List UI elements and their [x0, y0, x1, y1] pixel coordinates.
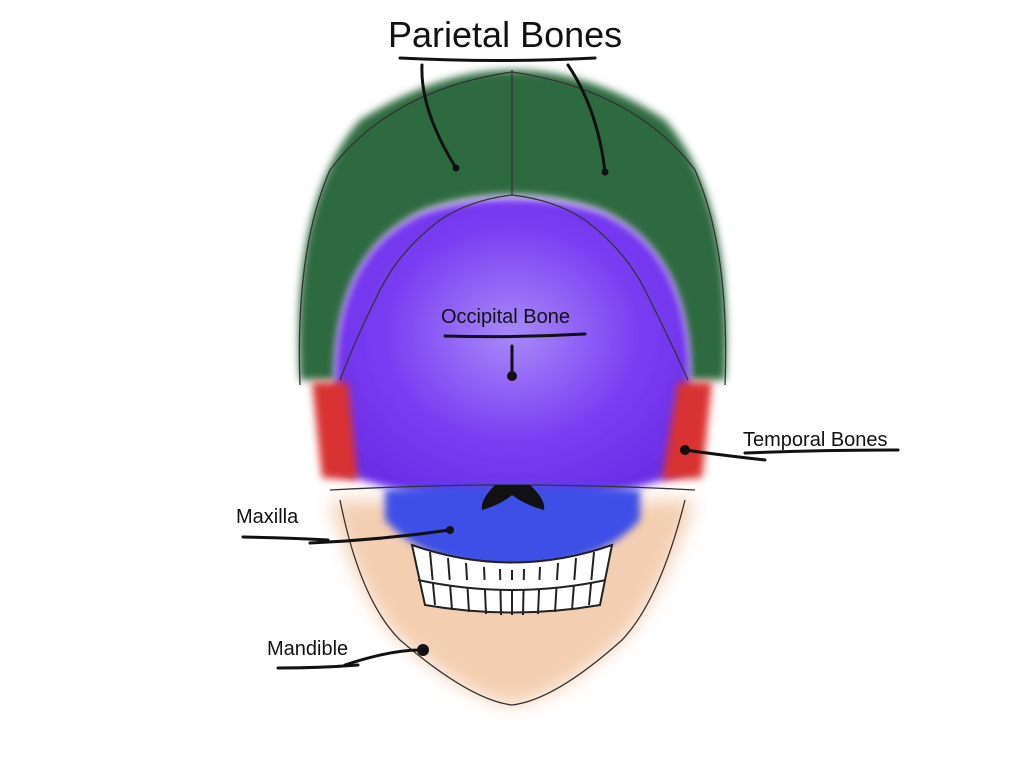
parietal-leader-left: [420, 63, 458, 170]
pointer-dots: [417, 164, 690, 656]
parietal-underline: [398, 56, 597, 62]
mandible-leader: [343, 648, 422, 667]
label-maxilla: Maxilla: [236, 506, 299, 528]
label-temporal-bones: Temporal Bones: [743, 429, 888, 451]
parietal-region: [298, 70, 727, 380]
label-parietal-bones: Parietal Bones: [388, 14, 623, 55]
mandible-outline: [339, 499, 686, 706]
leader-lines: [241, 56, 900, 670]
occipital-underline: [443, 332, 587, 339]
teeth: [410, 543, 614, 616]
temporal-region-right: [662, 382, 712, 480]
maxilla-region: [385, 485, 640, 570]
maxilla-underline: [241, 535, 330, 542]
maxilla-leader: [308, 528, 452, 545]
temporal-region-left: [312, 382, 358, 480]
temporal-underline: [743, 448, 900, 455]
mandible-underline: [276, 663, 360, 670]
label-mandible: Mandible: [267, 638, 349, 660]
nasal-cavity: [481, 485, 545, 510]
parietal-leader-right: [566, 63, 607, 174]
label-occipital-bone: Occipital Bone: [441, 306, 570, 328]
temporal-leader: [683, 448, 767, 462]
